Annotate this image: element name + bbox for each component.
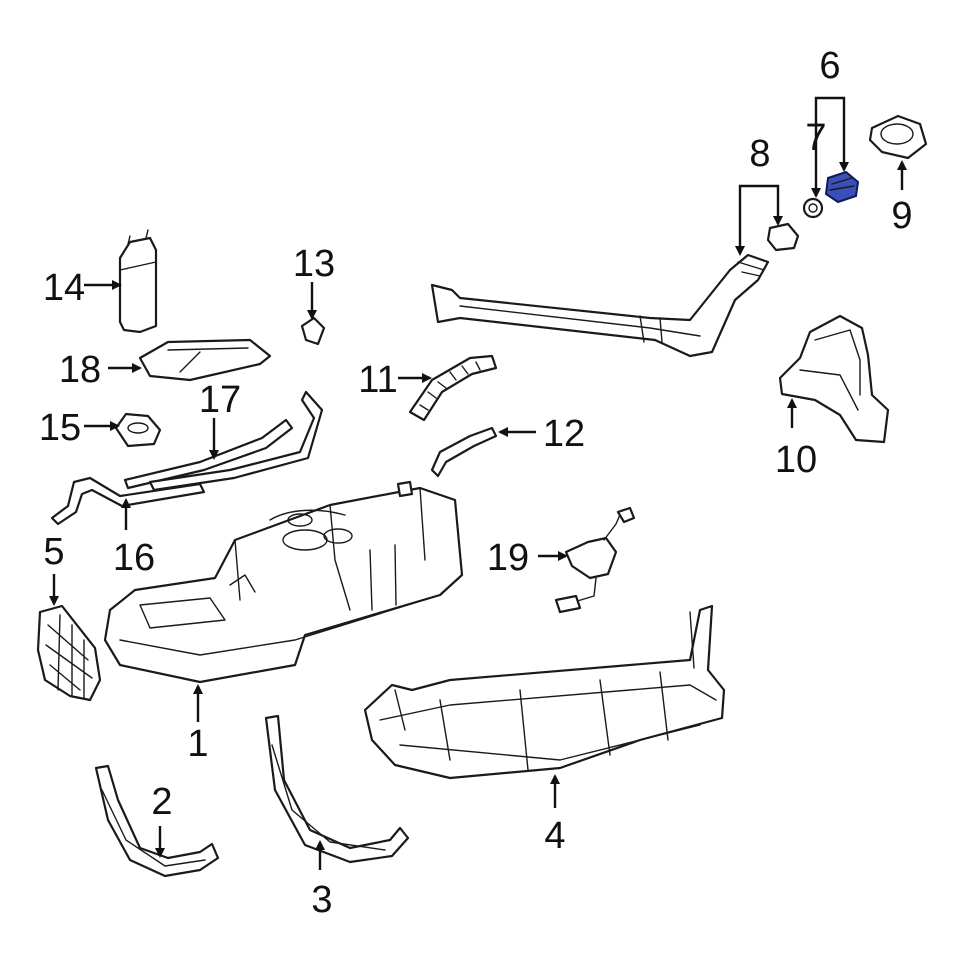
part-5-heat-shield[interactable] [36,604,102,702]
callout-14: 14 [43,267,85,309]
callout-9: 9 [891,195,912,237]
leader-6 [814,96,849,172]
part-14-fuel-filter[interactable] [118,229,158,334]
part-13-clip[interactable] [300,316,326,346]
callout-4: 4 [544,815,565,857]
callout-13: 13 [293,243,335,285]
part-7-gasket[interactable] [802,197,824,219]
part-2-tank-strap[interactable] [94,764,220,878]
part-8-filler-neck[interactable] [430,222,800,358]
callout-19: 19 [487,537,529,579]
callout-2: 2 [151,781,172,823]
leader-lines [49,96,907,870]
callout-11: 11 [358,359,397,401]
part-12-hose[interactable] [430,426,498,478]
part-15-retainer[interactable] [114,412,162,448]
part-6-fuel-cap[interactable] [824,170,860,204]
callout-16: 16 [113,537,155,579]
callout-15: 15 [39,407,81,449]
part-19-sender-unit[interactable] [554,506,636,614]
callout-5: 5 [43,531,64,573]
callout-6: 6 [819,45,840,87]
callout-8: 8 [749,133,770,175]
leader-8b [760,184,783,226]
part-3-tank-strap[interactable] [264,714,410,864]
callout-labels: 1 2 3 4 5 6 7 8 9 10 11 12 13 14 15 16 1… [39,45,913,921]
callout-1: 1 [187,723,208,765]
callout-7: 7 [805,117,826,159]
part-9-grommet[interactable] [868,114,928,160]
callout-18: 18 [59,349,101,391]
callout-17: 17 [199,379,241,421]
callout-10: 10 [775,439,817,481]
part-1-fuel-tank[interactable] [103,480,464,684]
part-10-filler-housing[interactable] [778,314,890,444]
callout-12: 12 [543,413,585,455]
part-18-bracket[interactable] [138,338,272,382]
leader-8a [735,184,760,256]
part-17-fuel-lines[interactable] [123,390,324,492]
part-4-tank-protector[interactable] [363,604,726,780]
part-11-hose[interactable] [408,354,498,422]
callout-3: 3 [311,879,332,921]
